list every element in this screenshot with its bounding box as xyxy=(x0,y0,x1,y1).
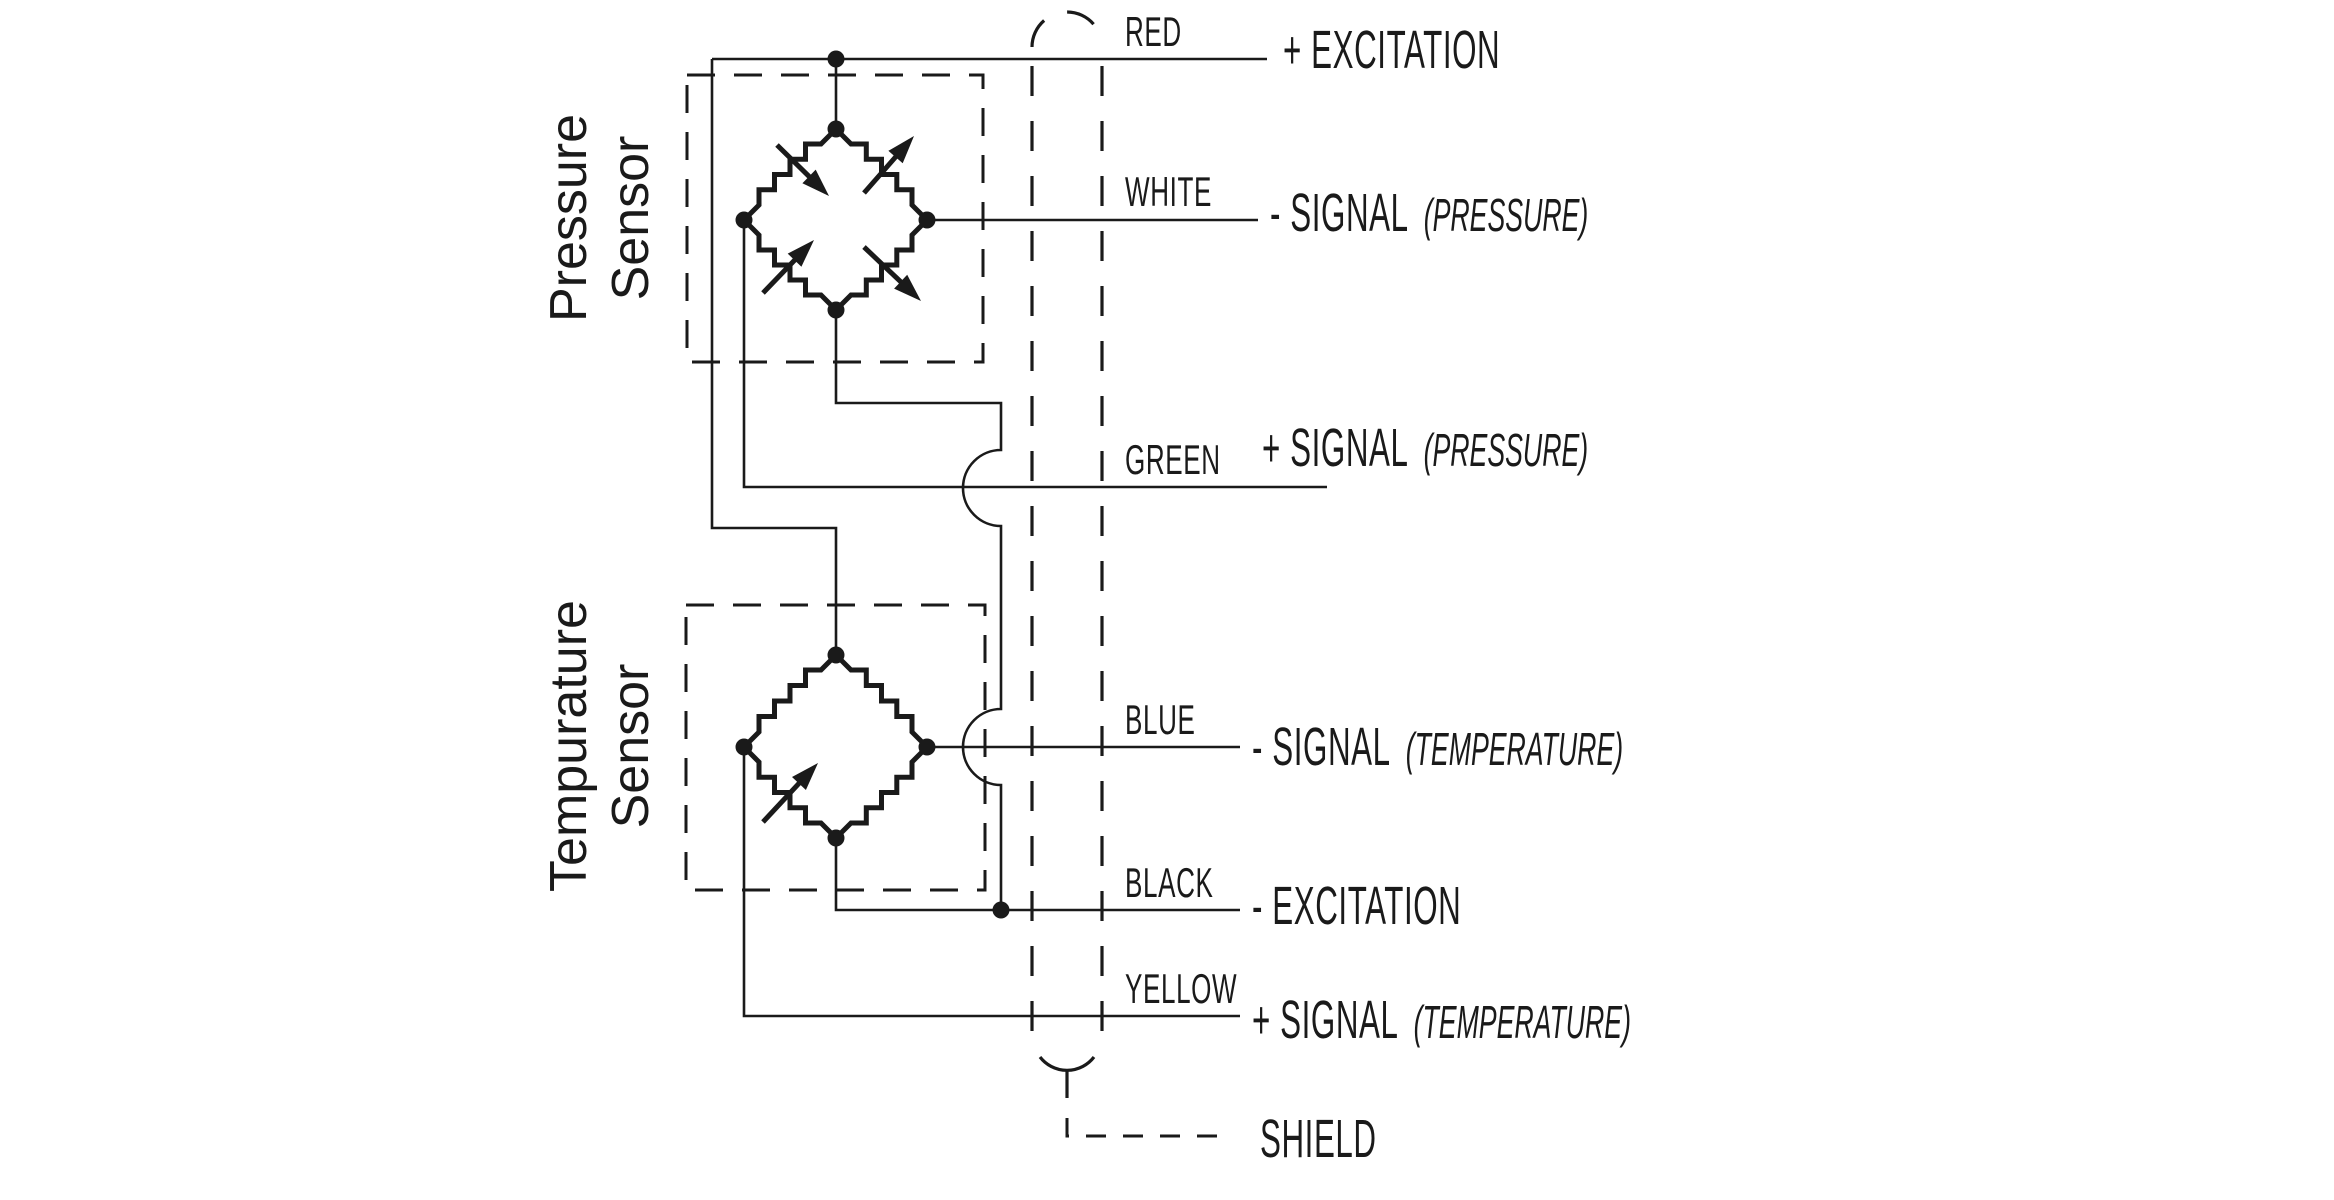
junction-dot xyxy=(918,738,936,756)
pressure-sensor-label-line2: Sensor xyxy=(602,135,660,301)
variable-arrow-shaft xyxy=(775,143,816,183)
temperature-sensor-label-line1: Tempurature xyxy=(540,600,598,892)
bridge-resistor-arm xyxy=(742,127,838,222)
wire-yellow-signal-pos-temperature xyxy=(742,747,1240,1018)
signal-text: - EXCITATION xyxy=(1252,876,1462,936)
wire-color-label-blue: BLUE xyxy=(1125,696,1196,743)
signal-note: (PRESSURE) xyxy=(1423,424,1589,476)
signal-text: + SIGNAL xyxy=(1262,418,1409,478)
bridge-resistor-arm xyxy=(742,653,838,749)
bridge-symbols xyxy=(735,50,1010,919)
pressure-sensor-label-line1: Pressure xyxy=(540,113,598,323)
signal-label-excitation-pos: + EXCITATION xyxy=(1283,18,1515,84)
signal-text: - SIGNAL xyxy=(1270,183,1409,243)
signal-label-signal-neg-pressure: - SIGNAL (PRESSURE) xyxy=(1270,181,1588,247)
variable-arrow-shaft xyxy=(761,777,805,824)
signal-label-shield: SHIELD xyxy=(1260,1107,1377,1171)
wire-color-label-white: WHITE xyxy=(1125,168,1212,215)
shield-lead-dashed xyxy=(1065,1118,1222,1138)
variable-arrow-shaft xyxy=(862,245,907,288)
signal-label-signal-neg-temperature: - SIGNAL (TEMPERATURE) xyxy=(1252,715,1623,781)
wire-color-label-yellow: YELLOW xyxy=(1125,965,1238,1012)
junction-dot xyxy=(735,738,753,756)
variable-arrow-shaft xyxy=(862,150,902,195)
variable-arrow-head xyxy=(888,136,914,164)
variable-arrow-head xyxy=(792,763,818,790)
temperature-sensor-label: Tempurature Sensor xyxy=(538,566,662,926)
signal-text: - SIGNAL xyxy=(1252,717,1391,777)
wire-color-label-black: BLACK xyxy=(1125,859,1214,906)
signal-note: (TEMPERATURE) xyxy=(1413,996,1631,1048)
signal-label-signal-pos-temperature: + SIGNAL (TEMPERATURE) xyxy=(1252,988,1631,1054)
junction-dot xyxy=(827,646,845,664)
junction-dot xyxy=(992,901,1010,919)
signal-note: (TEMPERATURE) xyxy=(1405,723,1624,775)
signal-text: + SIGNAL xyxy=(1252,990,1399,1050)
wire-excitation-to-temp-bridge xyxy=(710,59,838,655)
variable-arrow-head xyxy=(787,240,814,267)
junction-dot xyxy=(735,211,753,229)
wire-color-label-red: RED xyxy=(1125,8,1182,55)
cable-bottom-arc xyxy=(1038,1055,1096,1072)
variable-arrow-shaft xyxy=(761,254,801,295)
bridge-resistor-arm xyxy=(834,745,929,840)
junction-dot xyxy=(827,120,845,138)
pressure-sensor-label: Pressure Sensor xyxy=(538,58,662,378)
temperature-sensor-label-line2: Sensor xyxy=(602,663,660,829)
cable-top-arc xyxy=(1030,10,1104,48)
variable-arrow-head xyxy=(894,274,921,301)
bridge-resistor-arm xyxy=(834,653,929,749)
signal-text: + EXCITATION xyxy=(1283,20,1501,80)
junction-dot xyxy=(827,301,845,319)
wire-pressure-bottom-to-excitation-neg xyxy=(834,310,1003,910)
junction-dot xyxy=(827,50,845,68)
signal-note: (PRESSURE) xyxy=(1423,189,1589,241)
signal-label-excitation-neg: - EXCITATION xyxy=(1252,874,1476,940)
variable-arrow-head xyxy=(802,169,829,196)
signal-text: SHIELD xyxy=(1260,1109,1377,1169)
wire-color-label-green: GREEN xyxy=(1125,436,1221,483)
junction-dot xyxy=(918,211,936,229)
wire-black-excitation-neg xyxy=(834,838,1240,912)
signal-label-signal-pos-pressure: + SIGNAL (PRESSURE) xyxy=(1262,416,1588,482)
wire-green-signal-pos-pressure xyxy=(742,220,1327,489)
junction-dot xyxy=(827,829,845,847)
